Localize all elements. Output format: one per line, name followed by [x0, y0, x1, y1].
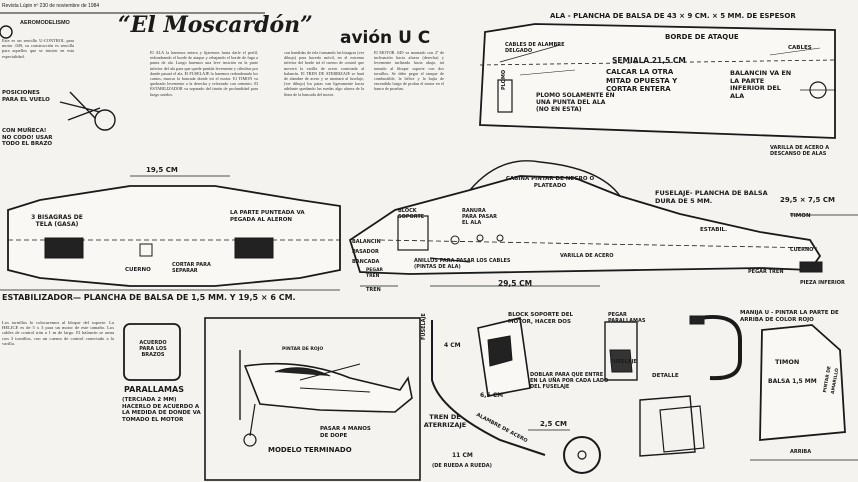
cortar-label: CORTAR PARA SEPARAR [172, 262, 211, 274]
tren-label: TREN [366, 287, 381, 293]
article-column-1: El ALA la haremos entera y lijaremos has… [150, 50, 258, 97]
timon-part [759, 324, 846, 441]
stabilizer-outline [7, 185, 341, 287]
modelo-label: MODELO TERMINADO [268, 446, 352, 454]
pegar-tren2-label: PEGAR TREN [748, 269, 784, 275]
muneca-label: CON MUÑECA! NO CODO! USAR TODO EL BRAZO [2, 128, 53, 147]
page-subtitle: avión U C [340, 28, 431, 48]
model-plane [243, 362, 413, 413]
varilla-acero-label: VARILLA DE ACERO [560, 253, 614, 259]
page-title: “El Moscardón” [118, 12, 313, 38]
bottom-left-text: Los tornillos lo colocaremos al bloque d… [2, 320, 114, 346]
pintar-rojo-label: PINTAR DE ROJO [282, 347, 324, 352]
doblar-label: DOBLAR PARA QUE ENTRE EN LA UÑA POR CADA… [530, 372, 609, 390]
dim-65cm: 6,5 cm [480, 392, 504, 399]
block-soporte-label: BLOCK SOPORTE [398, 208, 425, 220]
semiala-label: SEMIALA 21,5 cm [612, 56, 686, 65]
varilla-wing-label: VARILLA DE ACERO A DESCANSO DE ALAS [770, 145, 830, 157]
pegar-tren-label: PEGAR TREN [366, 268, 384, 279]
cuerno-fus-label: CUERNO [790, 247, 814, 253]
fuselaje-label: FUSELAJE- PLANCHA DE BALSA DURA DE 5 mm. [655, 189, 768, 205]
section-label: AEROMODELISMO [20, 20, 70, 26]
pegar-parallamas-label: PEGAR PARALLAMAS [608, 312, 646, 324]
magazine-line: Revista Lúpin nº 230 de noviembre de 198… [2, 3, 100, 9]
posiciones-label: POSICIONES PARA EL VUELO [2, 90, 50, 103]
rueda-dim: 2,5 cm [540, 420, 567, 428]
parallamas-plate [123, 323, 181, 381]
wing-header: ALA - PLANCHA DE BALSA DE 43 × 9 cm. × 5… [550, 12, 796, 20]
tren-alambre [431, 320, 546, 456]
timon-part-label: TIMON [775, 358, 800, 366]
cables-label: CABLES [788, 45, 812, 51]
article-column-2: con bandidas de tela formando las bisagr… [284, 50, 364, 97]
parallamas-title: PARALLAMAS [124, 385, 184, 394]
stab-caption: ESTABILIZADOR— PLANCHA DE BALSA DE 1,5 m… [2, 293, 296, 302]
parallamas-body: (TERCIADA 2 mm) HACERLO DE ACUERDO A LA … [122, 397, 201, 423]
plomo-label: PLOMO [501, 69, 507, 90]
borde-ataque-label: BORDE DE ATAQUE [665, 33, 739, 41]
ranura-label: RANURA PARA PASAR EL ALA [462, 208, 497, 226]
cabina-label: CABINA PINTAR DE NEGRO O PLATEADO [505, 176, 595, 189]
estabil-label: ESTABIL. [700, 227, 728, 233]
lower-text-frame [204, 317, 421, 481]
bisagras-label: 3 BISAGRAS DE TELA (GASA) [31, 214, 83, 228]
pasador-label: PASADOR [352, 249, 379, 255]
fuselaje-dimension: 29,5 × 7,5 cm [780, 196, 835, 204]
acuerdo-label: ACUERDO PARA LOS BRAZOS [139, 340, 167, 358]
balancin-label: BALANCIN VA EN LA PARTE INFERIOR DEL ALA [730, 69, 792, 100]
timon-balsa-label: BALSA 1,5 mm [768, 378, 817, 385]
wing-outline [479, 23, 836, 139]
fuselage-outline [348, 175, 822, 275]
pasar-mano-label: PASAR 4 MANOS DE DOPE [320, 426, 371, 439]
wheel [563, 436, 601, 474]
plomo-note: PLOMO SOLAMENTE EN UNA PUNTA DEL ALA (NO… [536, 92, 615, 113]
dim-4cm: 4 cm [444, 342, 461, 349]
bancada-label: BANCADA [352, 259, 380, 265]
calcar-label: CALCAR LA OTRA MITAD OPUESTA Y CORTAR EN… [606, 68, 678, 93]
cabin [469, 160, 621, 197]
detalle-label: DETALLE [652, 373, 679, 379]
cables-alambre-label: CABLES DE ALAMBRE DELGADO [505, 42, 565, 54]
dim-11cm: 11 cm [452, 452, 473, 459]
anillos-label: ANILLOS PARA PASAR LOS CABLES (PINTAS DE… [414, 258, 511, 270]
manija-label: MANIJA U - PINTAR LA PARTE DE ARRIBA DE … [740, 310, 839, 323]
tren-aterrizaje-label: TREN DE ATERRIZAJE [423, 413, 467, 429]
intro-text: Este es un sencillo U-CONTROL para motor… [2, 38, 74, 59]
rueda-rueda-label: (DE RUEDA A RUEDA) [432, 463, 492, 469]
cuerno-label: CUERNO [125, 267, 151, 273]
fuselaje-v-label: FUSELAJE [421, 313, 427, 340]
block-motor-label: BLOCK SOPORTE DEL MOTOR, HACER DOS [508, 312, 573, 325]
timon-label: TIMON [790, 213, 811, 219]
balancin-ref-label: BALANCIN [352, 239, 381, 245]
arriba-label: ARRIBA [790, 449, 812, 455]
pieza-inf-label: PIEZA INFERIOR [800, 280, 845, 286]
fuselaje-ref-label: FUSELAJE [610, 359, 637, 365]
plomo-block [497, 79, 513, 113]
article-column-3: El MOTOR .049 va montado con 2º de incli… [374, 50, 444, 92]
stab-dimension: 19,5 cm [146, 166, 178, 174]
fuselaje-length: 29,5 cm [498, 279, 533, 288]
punteada-label: LA PARTE PUNTEADA VA PEGADA AL ALERON [230, 210, 305, 223]
manija-u [699, 315, 742, 381]
